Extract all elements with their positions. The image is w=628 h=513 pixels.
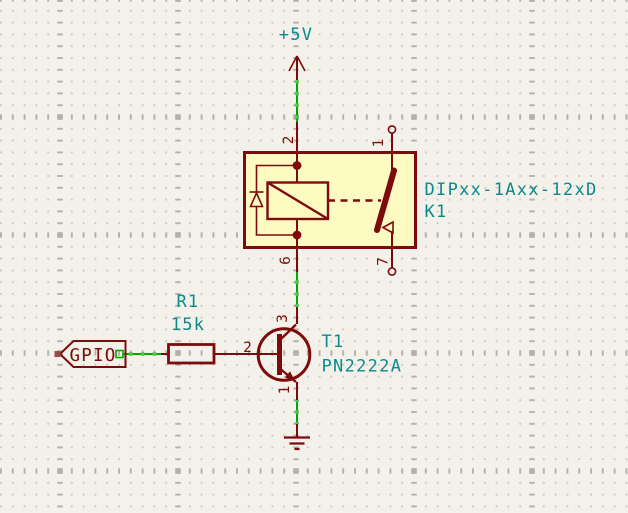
relay-contact-triangle — [381, 220, 394, 235]
emitter-arrow-icon — [284, 371, 295, 381]
gpio-anchor-marker — [54, 351, 61, 357]
resistor-value[interactable]: 15k — [171, 315, 206, 335]
diode-triangle-icon — [249, 191, 264, 208]
ground-bars-icon — [284, 436, 310, 451]
relay-pin6-number: 6 — [278, 256, 294, 265]
relay-switch-blade — [374, 167, 397, 233]
relay-pin1-number: 1 — [371, 139, 387, 148]
relay-pin7-circle — [387, 267, 397, 276]
collector-diagonal — [280, 323, 297, 340]
ground-symbol[interactable] — [284, 424, 310, 451]
hierarchical-label-gpio[interactable]: GPIO — [54, 340, 127, 368]
power-flag-label[interactable]: +5V — [279, 25, 314, 45]
resistor-body — [167, 343, 216, 365]
power-arrow-icon — [288, 55, 306, 72]
transistor-reference[interactable]: T1 — [322, 332, 345, 352]
power-flag-5v[interactable]: +5V — [279, 25, 314, 80]
wire-gpio-to-resistor[interactable] — [115, 349, 161, 359]
transistor-symbol-t1[interactable]: 3 2 1 T1 PN2222A — [235, 307, 402, 400]
relay-pin2-number: 2 — [281, 136, 297, 145]
gpio-label-text[interactable]: GPIO — [70, 346, 117, 366]
emitter-pin-number: 1 — [277, 386, 293, 395]
relay-symbol-k1[interactable]: 2 1 7 6 DIPxx-1Axx-12xD K1 — [243, 122, 598, 276]
base-pin-number: 2 — [243, 340, 252, 356]
relay-value[interactable]: DIPxx-1Axx-12xD — [425, 180, 598, 200]
resistor-reference[interactable]: R1 — [176, 292, 199, 312]
gpio-label-outline — [58, 340, 127, 368]
relay-pin7-number: 7 — [376, 257, 392, 266]
collector-pin-number: 3 — [275, 314, 291, 323]
diode-branch-wires — [255, 164, 297, 236]
resistor-symbol-r1[interactable]: R1 15k — [161, 292, 235, 365]
relay-coil-diagonal — [266, 181, 329, 221]
transistor-value[interactable]: PN2222A — [322, 357, 403, 377]
relay-reference[interactable]: K1 — [425, 202, 448, 222]
